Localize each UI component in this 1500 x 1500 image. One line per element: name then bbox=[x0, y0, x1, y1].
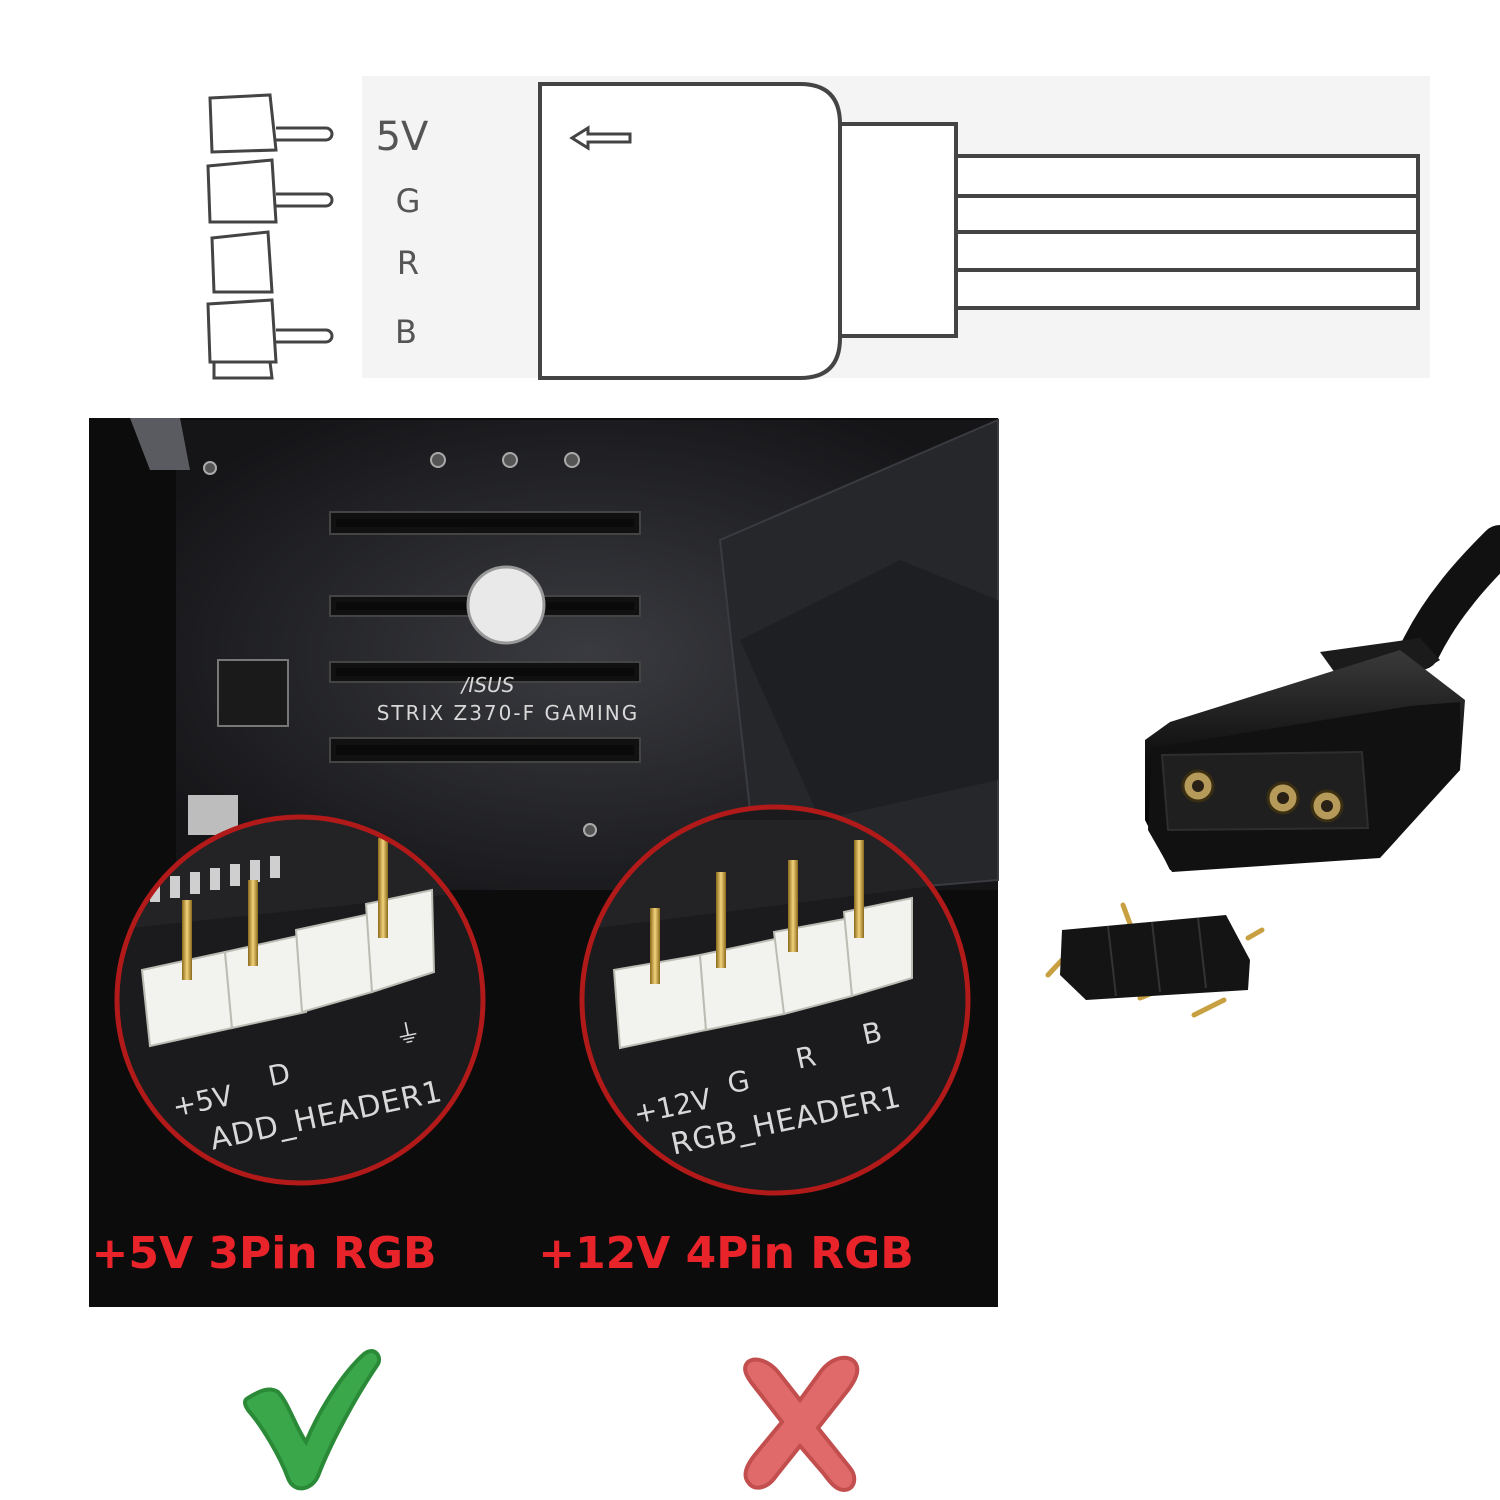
board-model-text: STRIX Z370-F GAMING bbox=[377, 701, 640, 725]
left-zoom-ring bbox=[114, 814, 486, 1186]
connector-body-drawing bbox=[538, 82, 1420, 380]
right-zoom-ring bbox=[579, 804, 971, 1196]
connector-sockets bbox=[1181, 769, 1344, 823]
cable-connector-photo bbox=[1145, 525, 1500, 872]
chip bbox=[217, 659, 289, 727]
adapter-body bbox=[1060, 915, 1250, 1000]
left-pin-label-ground: ⏚ bbox=[392, 1017, 424, 1052]
right-caption: +12V 4Pin RGB bbox=[538, 1228, 914, 1279]
left-caption: +5V 3Pin RGB bbox=[92, 1228, 437, 1279]
left-header-pins bbox=[182, 838, 388, 980]
pin-label-5v: 5V bbox=[376, 114, 429, 160]
pin-adapter-photo bbox=[1045, 902, 1265, 1018]
cmos-battery bbox=[466, 565, 546, 645]
check-icon bbox=[243, 1349, 381, 1491]
cross-icon bbox=[743, 1355, 860, 1493]
right-header-zoom: +12V G R B RGB_HEADER1 bbox=[579, 804, 971, 1196]
cable bbox=[1400, 525, 1500, 670]
pin-label-b: B bbox=[395, 313, 417, 351]
right-header-pins bbox=[650, 840, 864, 984]
connector-drawing: 5V G R B bbox=[206, 76, 1430, 380]
pin-label-r: R bbox=[397, 244, 419, 282]
left-header-zoom: +5V D ⏚ ADD_HEADER1 bbox=[114, 814, 486, 1186]
left-arrow-icon bbox=[569, 125, 632, 151]
header-pins-drawing bbox=[206, 93, 334, 380]
board-brand-text: /ISUS bbox=[460, 673, 515, 697]
pin-label-g: G bbox=[396, 182, 421, 220]
